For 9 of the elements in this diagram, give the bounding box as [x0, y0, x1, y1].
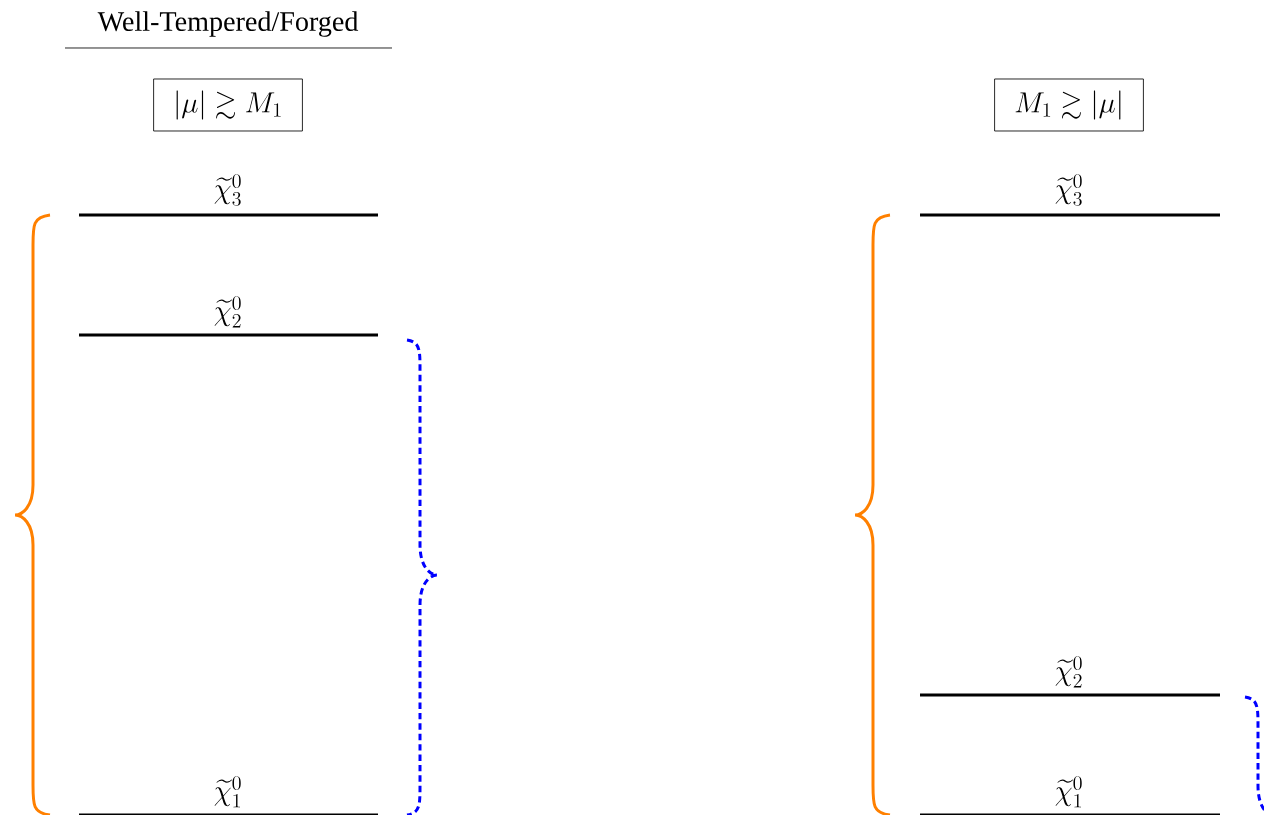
- condition-box: $M_1 \gtrsim |\mu|$: [994, 78, 1144, 132]
- level-label: $\widetilde{\chi}^0_2$: [214, 296, 241, 328]
- level-label: $\widetilde{\chi}^0_2$: [1055, 656, 1082, 688]
- level-label: $\widetilde{\chi}^0_3$: [214, 174, 241, 206]
- title: Well-Tempered/Forged: [97, 11, 359, 37]
- level-label: $\widetilde{\chi}^0_1$: [214, 776, 241, 808]
- level-label: $\widetilde{\chi}^0_3$: [1055, 174, 1082, 206]
- level-label: $\widetilde{\chi}^0_1$: [1055, 776, 1082, 808]
- condition-box: $|\mu| \gtrsim M_1$: [153, 78, 303, 132]
